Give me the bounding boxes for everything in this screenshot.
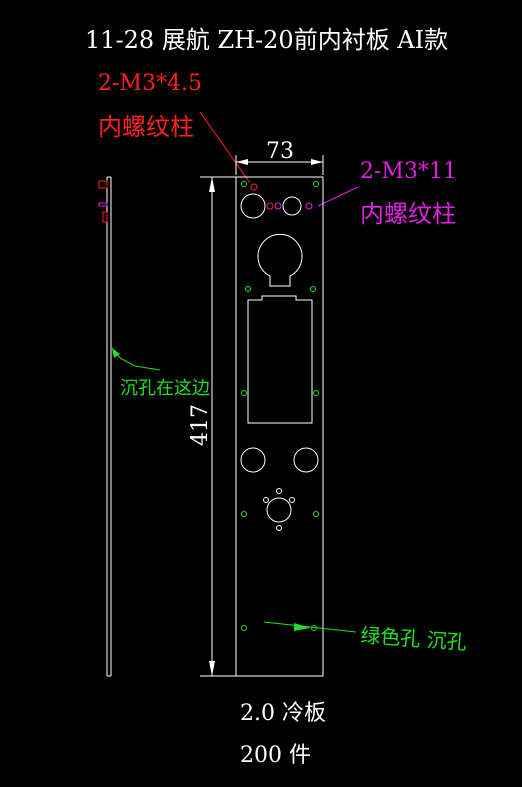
magenta-threaded-post: [305, 202, 313, 210]
connector-small-hole: [276, 525, 282, 531]
side-view: [98, 176, 112, 677]
large-hole: [282, 196, 302, 216]
connector-small-hole: [276, 488, 282, 494]
green-hole: [313, 181, 319, 187]
green-hole: [241, 511, 247, 517]
keyhole-cutout: [257, 233, 303, 287]
green-hole: [310, 286, 316, 292]
magenta-threaded-post: [274, 202, 282, 210]
countersink-side-note: 沉孔在这边: [120, 378, 210, 399]
red-threaded-post: [250, 183, 258, 191]
magenta-callout-desc: 内螺纹柱: [360, 200, 456, 228]
green-hole: [245, 286, 251, 292]
display-window-cutout: [247, 295, 313, 424]
height-dimension: [200, 176, 236, 677]
material-label: 2.0 冷板: [240, 701, 326, 726]
magenta-callout-leader: [317, 186, 359, 207]
green-hole: [241, 625, 247, 631]
quantity-label: 200 件: [240, 743, 311, 768]
red-threaded-post: [266, 202, 274, 210]
countersink-side-arrow: [112, 348, 120, 358]
red-callout-spec: 2-M3*4.5: [98, 71, 202, 96]
large-hole: [240, 193, 266, 219]
connector-hole: [266, 497, 292, 523]
green-hole: [313, 390, 319, 396]
connector-small-hole: [263, 497, 269, 503]
green-holes-arrow: [294, 623, 310, 631]
connector-small-hole: [289, 497, 295, 503]
green-hole: [241, 390, 247, 396]
large-hole: [240, 447, 266, 473]
magenta-callout-spec: 2-M3*11: [360, 159, 457, 184]
drawing-title: 11-28 展航 ZH-20前内衬板 AI款: [85, 26, 448, 54]
width-dimension: [235, 155, 324, 175]
green-holes-leader: [263, 621, 357, 633]
green-hole: [313, 511, 319, 517]
height-dimension-label: 417: [188, 404, 213, 446]
front-plate-outline: [235, 176, 324, 677]
red-callout-desc: 内螺纹柱: [98, 113, 194, 141]
large-hole: [293, 447, 319, 473]
width-dimension-label: 73: [266, 139, 294, 164]
red-callout-leader: [199, 111, 251, 184]
green-holes-note: 绿色孔 沉孔: [360, 623, 468, 654]
countersink-side-leader: [111, 347, 161, 371]
green-hole: [241, 181, 247, 187]
